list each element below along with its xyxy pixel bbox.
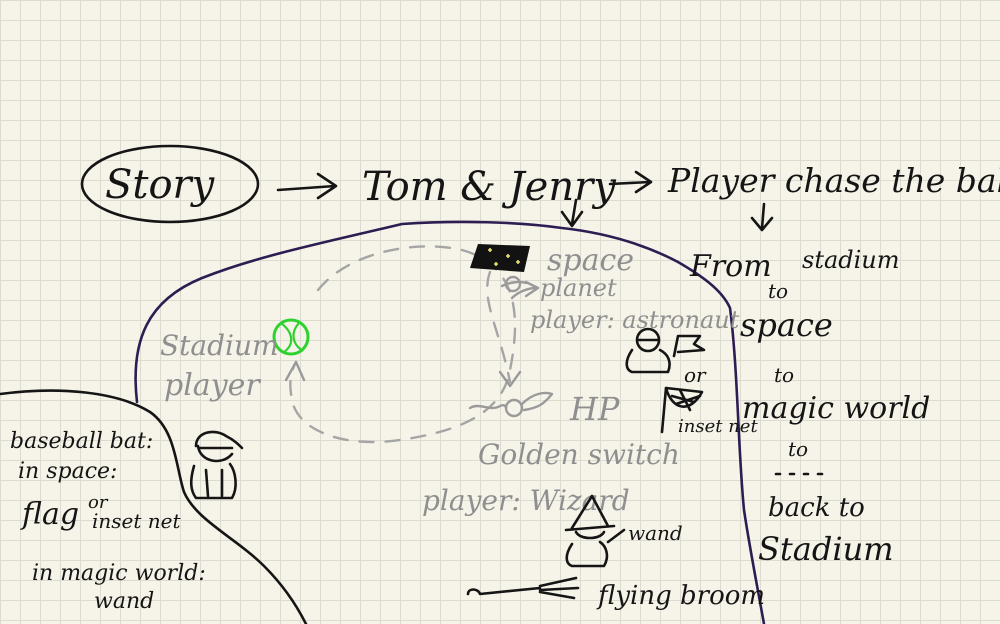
planet-ring <box>500 280 528 288</box>
route-to-1: to <box>768 279 788 303</box>
route-space: space <box>740 306 833 344</box>
hp-label: HP <box>569 390 620 428</box>
arrow-tom-to-player <box>608 170 653 194</box>
down-arrow-under-player <box>750 202 774 232</box>
route-to-3: to <box>788 437 808 461</box>
story-label: Story <box>105 162 216 208</box>
wizard-player-label: player: Wizard <box>422 484 630 517</box>
equip-line-4: or <box>88 492 109 513</box>
flag-icon <box>672 334 706 358</box>
baseball-player-icon <box>189 430 244 500</box>
insect-net-icon <box>660 386 704 434</box>
route-back-to: back to <box>768 493 865 523</box>
inset-net-label: inset net <box>678 416 758 437</box>
stadium-player-label: player <box>164 368 261 403</box>
planet-label: planet <box>540 274 617 302</box>
route-to-2: to <box>774 363 794 387</box>
loop-arrowhead <box>284 360 306 382</box>
world-boundary <box>134 220 766 624</box>
space-label: space <box>547 243 634 278</box>
golden-snitch-icon <box>468 391 554 418</box>
equip-line-7: wand <box>94 589 154 614</box>
route-stadium: stadium <box>802 246 900 274</box>
flying-broom-label: flying broom <box>596 581 765 611</box>
down-arrow-under-tom <box>560 198 584 228</box>
player-chase-label: Player chase the ball <box>667 161 1000 200</box>
equip-line-5: inset net <box>92 509 181 533</box>
planet-pointer <box>510 280 540 300</box>
equip-line-6: in magic world: <box>32 561 206 586</box>
flying-broom-icon <box>466 576 580 600</box>
route-magic-world: magic world <box>742 391 930 426</box>
equip-line-2: in space: <box>18 459 117 484</box>
wizard-icon <box>564 494 626 568</box>
stadium-label: Stadium <box>160 329 279 362</box>
arrow-story-to-tom <box>276 172 338 200</box>
stadium-loop <box>289 245 517 444</box>
wand-label: wand <box>628 521 683 545</box>
route-from: From <box>689 249 772 284</box>
route-stadium-end: Stadium <box>758 530 894 568</box>
magic-arrowhead <box>498 370 522 388</box>
space-starfield-icon <box>470 244 530 272</box>
astronaut-icon <box>625 327 671 374</box>
space-stars <box>488 248 520 266</box>
equip-line-1: baseball bat: <box>10 429 153 454</box>
golden-switch-label: Golden switch <box>478 438 680 471</box>
ball-seam <box>280 321 304 353</box>
equip-line-3: flag <box>20 497 79 532</box>
left-region-boundary <box>0 389 308 624</box>
space-to-magic-dash <box>486 270 512 384</box>
or-label-space: or <box>684 363 707 387</box>
ball-icon <box>272 318 310 356</box>
story-ellipse <box>80 144 260 224</box>
tom-jerry-label: Tom & Jenry <box>362 164 617 210</box>
astronaut-player-label: player: astronaut <box>530 306 740 334</box>
